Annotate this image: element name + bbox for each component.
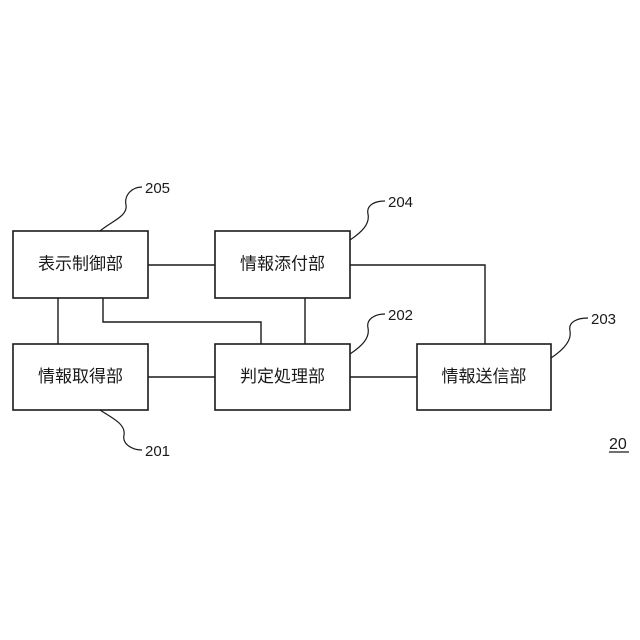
info-acquire-block: 情報取得部 xyxy=(13,344,148,410)
leader-203 xyxy=(551,318,588,358)
info-send-label: 情報送信部 xyxy=(442,367,527,387)
info-attach-label: 情報添付部 xyxy=(240,255,325,275)
ref-204: 204 xyxy=(388,194,413,211)
figure-label-group: 20 xyxy=(609,436,629,453)
leader-204 xyxy=(350,201,385,240)
ref-203: 203 xyxy=(591,311,616,328)
connector-display-to-judge xyxy=(103,298,261,344)
info-acquire-label: 情報取得部 xyxy=(38,367,123,387)
judge-process-block: 判定処理部 xyxy=(215,344,350,410)
info-attach-block: 情報添付部 xyxy=(215,231,350,298)
ref-205: 205 xyxy=(145,180,170,197)
display-control-label: 表示制御部 xyxy=(38,255,123,275)
connector-attach-to-send xyxy=(350,265,485,344)
ref-201: 201 xyxy=(145,443,170,460)
reference-numbers: 205 204 202 203 201 xyxy=(145,180,616,460)
info-send-block: 情報送信部 xyxy=(417,344,551,410)
ref-202: 202 xyxy=(388,307,413,324)
leader-201 xyxy=(100,410,142,450)
leader-202 xyxy=(350,314,385,354)
judge-process-label: 判定処理部 xyxy=(240,367,325,387)
display-control-block: 表示制御部 xyxy=(13,231,148,298)
leader-205 xyxy=(100,187,142,231)
figure-label: 20 xyxy=(609,436,627,453)
